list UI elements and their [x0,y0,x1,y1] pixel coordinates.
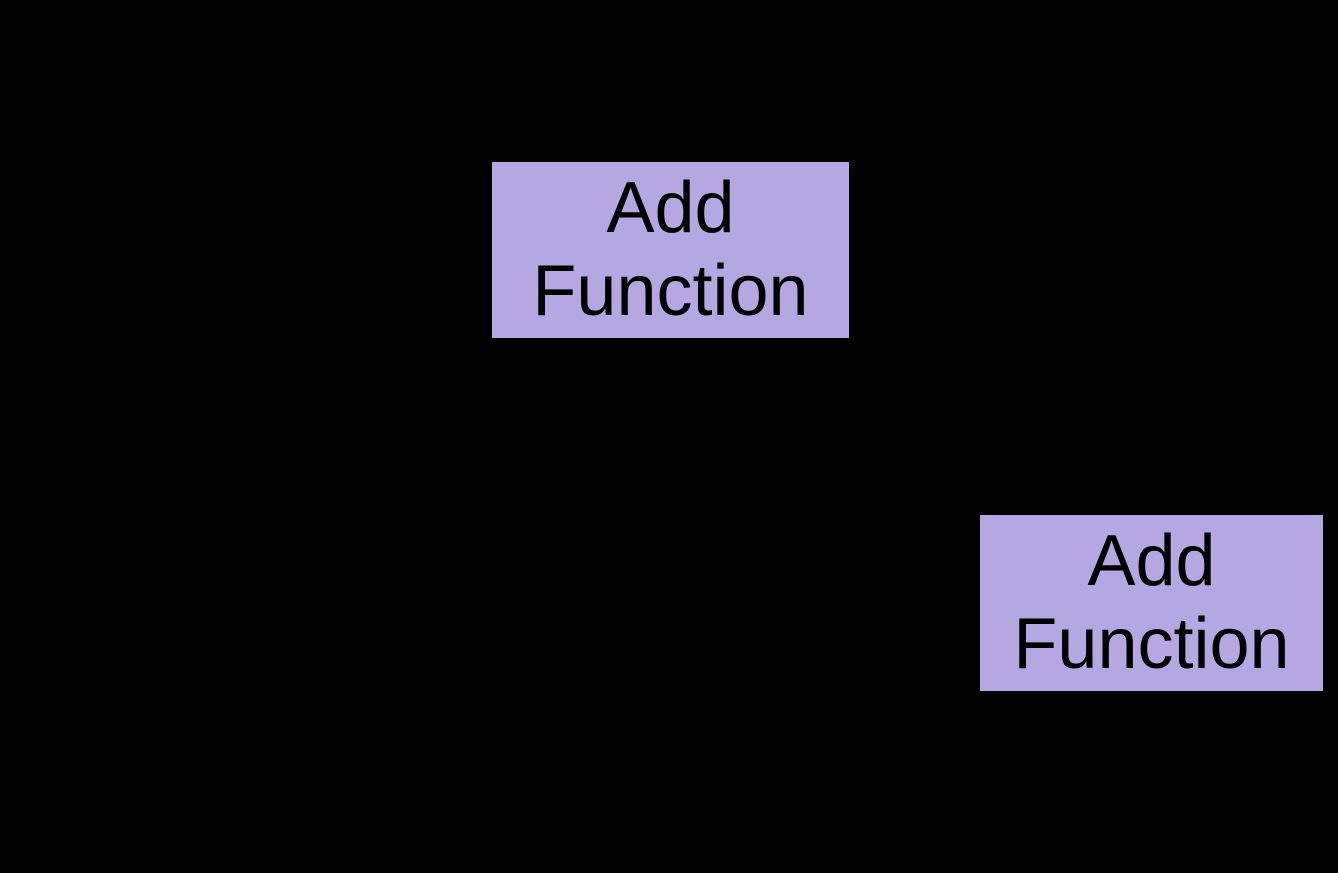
node-add-function-2[interactable]: Add Function [980,515,1323,691]
node-add-function-1[interactable]: Add Function [492,162,849,338]
